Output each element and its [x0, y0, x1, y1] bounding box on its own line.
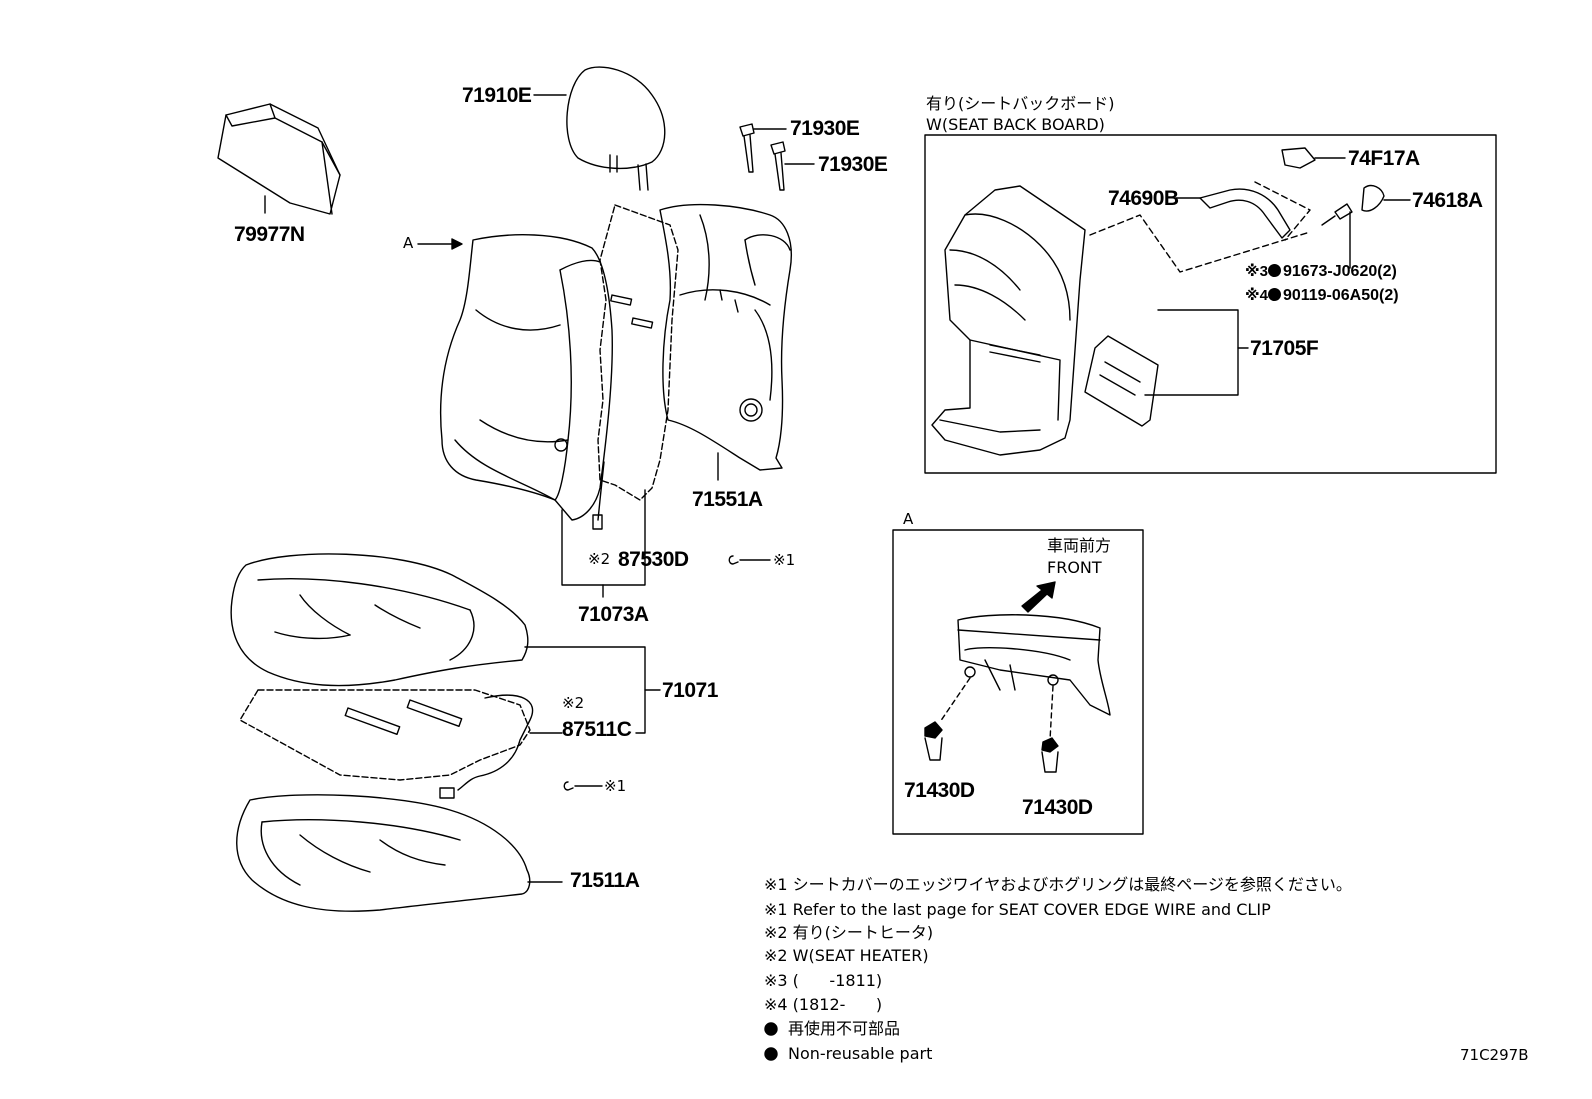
- part-label-71511A: 71511A: [570, 869, 640, 892]
- part-label-71930E-lower: 71930E: [818, 153, 888, 176]
- part-label-90119: ※4 90119-06A50(2): [1245, 288, 1399, 304]
- part-label-74690B: 74690B: [1108, 187, 1179, 210]
- fastener-ref-mark-4: ※4: [1245, 287, 1268, 304]
- back-board-title-en: W(SEAT BACK BOARD): [926, 115, 1105, 134]
- clip-symbol-lower: [563, 781, 603, 791]
- part-label-87511C: 87511C: [562, 718, 632, 741]
- headrest-cover-drawing: [217, 103, 341, 215]
- heater-cable: [439, 694, 563, 799]
- part-label-71071: 71071: [662, 679, 718, 702]
- note-edge-wire-jp: ※1 シートカバーのエッジワイヤおよびホグリングは最終ページを参照ください。: [764, 875, 1352, 894]
- part-label-71430D-right: 71430D: [1022, 796, 1093, 819]
- part-number-91673: 91673-J0620(2): [1282, 263, 1397, 280]
- note-seat-heater-en: ※2 W(SEAT HEATER): [764, 946, 929, 965]
- part-label-91673: ※3 91673-J0620(2): [1245, 264, 1397, 280]
- clip-symbol-upper: [728, 555, 771, 565]
- non-reusable-dot-en: [764, 1047, 778, 1061]
- clip-ref-mark-upper: ※1: [773, 551, 796, 569]
- part-label-71705F: 71705F: [1250, 337, 1319, 360]
- non-reusable-dot-91673: [1267, 264, 1281, 277]
- seatback-cover-drawing: [417, 234, 613, 521]
- part-label-74618A: 74618A: [1412, 189, 1483, 212]
- drawing-code: 71C297B: [1460, 1046, 1529, 1064]
- back-board-title-jp: 有り(シートバックボード): [926, 94, 1115, 113]
- part-label-71073A: 71073A: [578, 603, 649, 626]
- view-a-inset-label: A: [903, 510, 914, 528]
- fastener-ref-mark-3: ※3: [1245, 263, 1268, 280]
- seat-heater-ref-mark: ※2: [562, 694, 585, 712]
- seat-cushion-heater-drawing: [239, 689, 531, 781]
- part-label-87530D: 87530D: [618, 548, 689, 571]
- non-reusable-dot-90119: [1267, 288, 1281, 301]
- part-label-71910E: 71910E: [462, 84, 532, 107]
- clip-ref-mark-lower: ※1: [604, 777, 627, 795]
- non-reusable-dot-jp: [764, 1022, 778, 1036]
- part-label-71930E-upper: 71930E: [790, 117, 860, 140]
- front-direction-en: FRONT: [1047, 558, 1102, 577]
- seat-cushion-cover-drawing: [230, 553, 661, 734]
- part-label-71430D-left: 71430D: [904, 779, 975, 802]
- seatback-pad-drawing: [659, 203, 792, 481]
- part-label-71551A: 71551A: [692, 488, 763, 511]
- back-board-inset: [924, 134, 1497, 474]
- note-non-reusable-jp: 再使用不可部品: [788, 1019, 901, 1038]
- note-non-reusable-en: Non-reusable part: [788, 1044, 933, 1063]
- note-edge-wire-en: ※1 Refer to the last page for SEAT COVER…: [764, 900, 1271, 919]
- note-range-4: ※4 (1812- ): [764, 995, 883, 1014]
- part-label-74F17A: 74F17A: [1348, 147, 1420, 170]
- heater-ref-mark: ※2: [588, 550, 611, 568]
- seatback-leaders: [561, 489, 646, 598]
- seat-cushion-pad-drawing: [236, 794, 563, 912]
- part-number-90119: 90119-06A50(2): [1282, 287, 1399, 304]
- headrest-drawing: [533, 66, 666, 191]
- view-a-inset: [892, 529, 1144, 835]
- view-a-pointer-label: A: [403, 234, 414, 252]
- part-label-79977N: 79977N: [234, 223, 305, 246]
- note-seat-heater-jp: ※2 有り(シートヒータ): [764, 923, 934, 942]
- seatback-heater-drawing: [592, 204, 679, 530]
- front-direction-jp: 車両前方: [1047, 536, 1112, 555]
- headrest-support-drawing: [739, 123, 815, 191]
- note-range-3: ※3 ( -1811): [764, 971, 883, 990]
